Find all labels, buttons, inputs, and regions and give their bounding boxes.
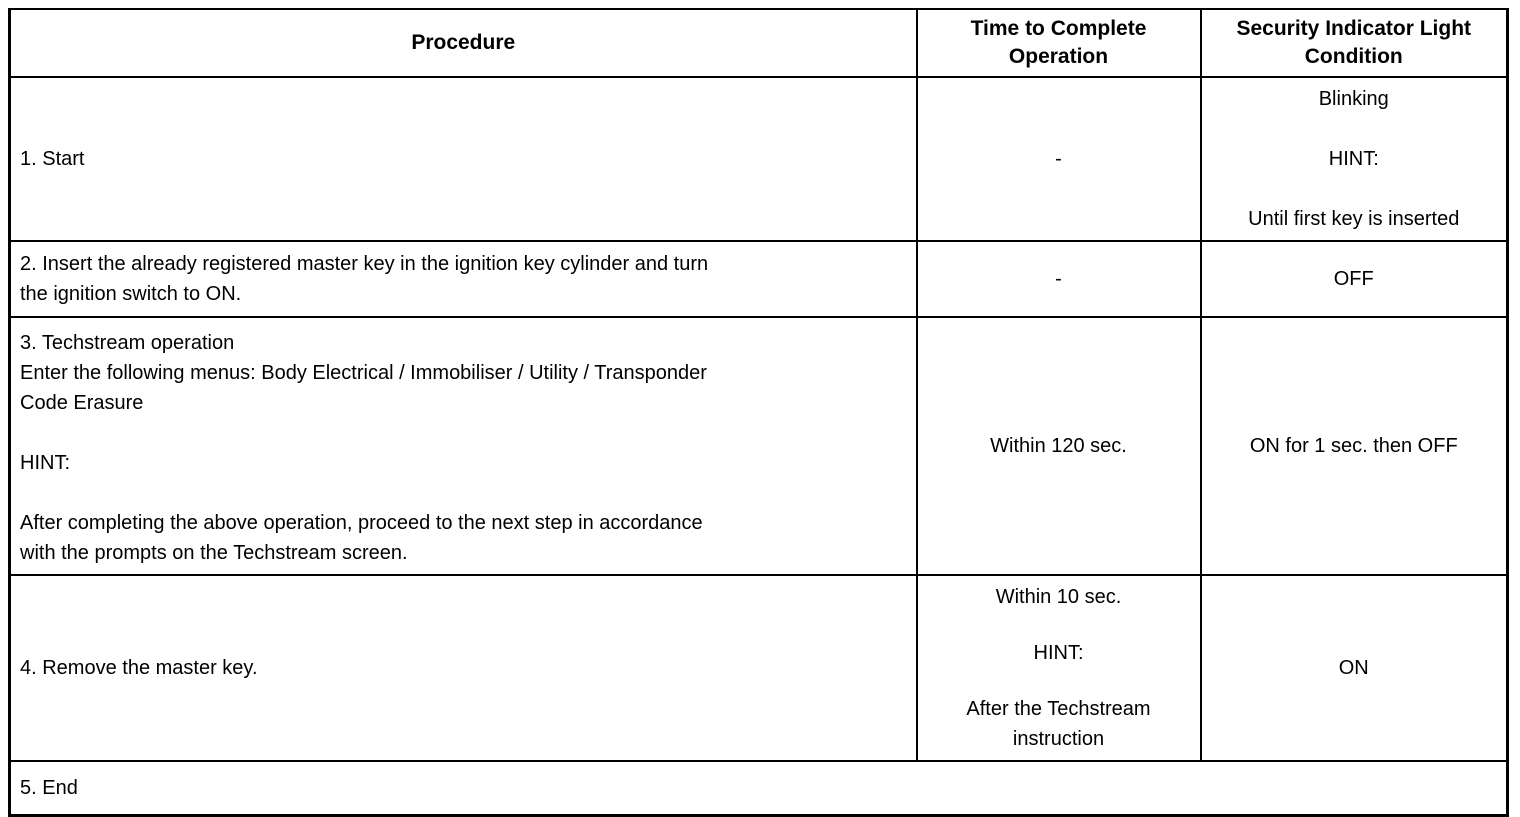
column-header-light-line-2: Condition (1304, 45, 1403, 68)
procedure-step-1-text: 1. Start (20, 148, 85, 170)
column-header-time-line-2: Operation (1008, 45, 1109, 68)
procedure-step-3-stack: 3. Techstream operation Enter the follow… (20, 328, 908, 568)
time-step-4-line-1: Within 10 sec. (995, 586, 1122, 608)
table-row: 2. Insert the already registered master … (8, 240, 1509, 318)
cell-time-step-4: Within 10 sec. HINT: After the Techstrea… (915, 574, 1202, 762)
time-step-4-hint-label: HINT: (1033, 642, 1084, 664)
procedure-step-3-line-2: Enter the following menus: Body Electric… (20, 362, 707, 384)
time-step-4-line-3: After the Techstream (966, 698, 1151, 720)
light-step-1-line-3: Until first key is inserted (1248, 208, 1460, 230)
column-header-time-to-complete-operation: Time to Complete Operation (915, 8, 1202, 78)
column-header-light-stack: Security Indicator Light Condition (1202, 15, 1507, 71)
procedure-step-4-text: 4. Remove the master key. (20, 657, 258, 679)
light-step-2-value: OFF (1333, 268, 1374, 290)
procedure-step-2-line-2: the ignition switch to ON. (20, 283, 242, 305)
procedure-step-3-line-8: with the prompts on the Techstream scree… (20, 542, 408, 564)
procedure-step-3-blank-2 (20, 478, 908, 508)
cell-procedure-step-1: 1. Start (8, 76, 918, 242)
cell-time-step-1: - (915, 76, 1202, 242)
procedure-step-3-hint-label: HINT: (20, 452, 70, 474)
table-row: 1. Start - Blinking HINT: Until first ke… (8, 76, 1509, 242)
cell-light-step-1: Blinking HINT: Until first key is insert… (1199, 76, 1509, 242)
table-row: 3. Techstream operation Enter the follow… (8, 316, 1509, 576)
time-step-4-line-4: instruction (1012, 728, 1105, 750)
light-step-4-value: ON (1338, 657, 1369, 679)
cell-procedure-step-2: 2. Insert the already registered master … (8, 240, 918, 318)
procedure-table: Procedure Time to Complete Operation Sec… (8, 8, 1509, 817)
time-step-2-value: - (1055, 268, 1062, 290)
cell-light-step-3: ON for 1 sec. then OFF (1199, 316, 1509, 576)
table-header: Procedure Time to Complete Operation Sec… (8, 8, 1509, 78)
cell-procedure-step-5: 5. End (8, 760, 1509, 817)
table-body: 1. Start - Blinking HINT: Until first ke… (8, 76, 1509, 817)
table-row: 4. Remove the master key. Within 10 sec.… (8, 574, 1509, 762)
time-step-3-value: Within 120 sec. (990, 435, 1127, 457)
time-step-4-stack: Within 10 sec. HINT: After the Techstrea… (926, 582, 1192, 754)
light-step-3-value: ON for 1 sec. then OFF (1249, 435, 1458, 457)
procedure-step-3-line-7: After completing the above operation, pr… (20, 512, 703, 534)
procedure-step-3-blank-1 (20, 418, 908, 448)
column-header-procedure: Procedure (8, 8, 918, 78)
column-header-procedure-label: Procedure (411, 31, 516, 54)
cell-time-step-2: - (915, 240, 1202, 318)
column-header-light-line-1: Security Indicator Light (1236, 17, 1472, 40)
cell-procedure-step-4: 4. Remove the master key. (8, 574, 918, 762)
table-row: 5. End (8, 760, 1509, 817)
procedure-step-2-stack: 2. Insert the already registered master … (20, 249, 908, 309)
column-header-security-indicator-light-condition: Security Indicator Light Condition (1199, 8, 1509, 78)
document-page: Procedure Time to Complete Operation Sec… (8, 8, 1509, 817)
column-header-time-line-1: Time to Complete (970, 17, 1147, 40)
procedure-step-2-line-1: 2. Insert the already registered master … (20, 253, 709, 275)
light-step-1-stack: Blinking HINT: Until first key is insert… (1210, 84, 1499, 234)
light-step-1-line-2: HINT: (1328, 148, 1379, 170)
cell-light-step-2: OFF (1199, 240, 1509, 318)
cell-procedure-step-3: 3. Techstream operation Enter the follow… (8, 316, 918, 576)
procedure-step-3-line-1: 3. Techstream operation (20, 332, 235, 354)
header-row: Procedure Time to Complete Operation Sec… (8, 8, 1509, 78)
cell-time-step-3: Within 120 sec. (915, 316, 1202, 576)
time-step-1-value: - (1055, 148, 1062, 170)
procedure-step-5-text: 5. End (20, 777, 78, 799)
light-step-1-line-1: Blinking (1318, 88, 1389, 110)
column-header-time-stack: Time to Complete Operation (918, 15, 1200, 71)
procedure-step-3-line-3: Code Erasure (20, 392, 144, 414)
cell-light-step-4: ON (1199, 574, 1509, 762)
